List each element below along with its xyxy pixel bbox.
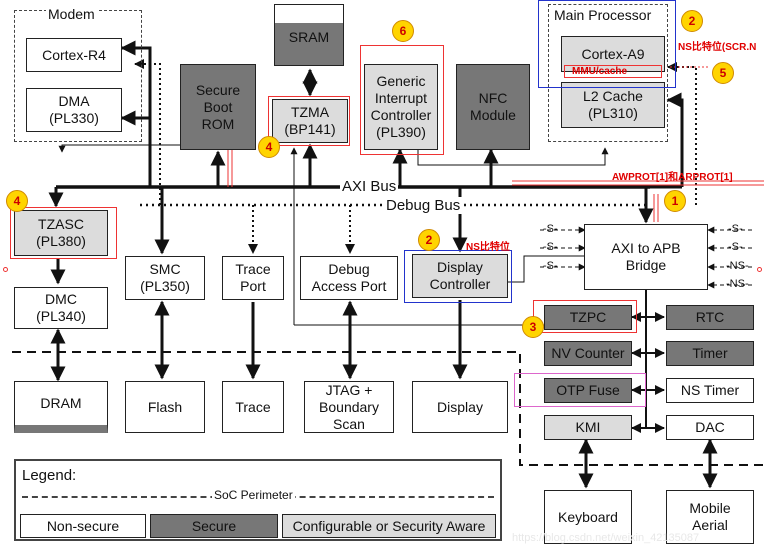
axi-bus-label: AXI Bus [340, 178, 399, 195]
dmc-block: DMC (PL340) [14, 287, 108, 329]
annotation-ns-bit-scr: NS比特位(SCR.N [678, 42, 757, 53]
highlight-otp-fuse [514, 373, 646, 407]
keyboard-block: Keyboard [544, 490, 632, 544]
highlight-tzasc [10, 207, 117, 259]
highlight-main-processor [538, 0, 676, 88]
cortex-a9-block: Cortex-A9 [561, 36, 665, 72]
badge-4-tzma: 4 [258, 136, 280, 158]
highlight-gic [360, 45, 444, 155]
annotation-awprot-arprot: AWPROT[1]和ARPROT[1] [612, 172, 733, 183]
signal-left-2: -S- [543, 241, 558, 253]
debug-bus-label: Debug Bus [384, 197, 463, 214]
kmi-block: KMI [544, 415, 632, 440]
badge-2-display-controller: 2 [418, 229, 440, 251]
nv-counter-block: NV Counter [544, 341, 632, 366]
debug-access-port-block: Debug Access Port [300, 256, 398, 300]
legend-configurable: Configurable or Security Aware [282, 514, 496, 538]
main-processor-group [548, 4, 668, 142]
legend-secure: Secure [150, 514, 278, 538]
main-processor-label: Main Processor [554, 7, 652, 23]
legend-title: Legend: [22, 467, 77, 484]
signal-left-1: -S- [543, 223, 558, 235]
highlight-display-controller [404, 250, 512, 303]
modem-label: Modem [46, 6, 97, 22]
highlight-mmu-cache [564, 65, 662, 78]
nfc-module-block: NFC Module [456, 64, 530, 150]
tzma-block: TZMA (BP141) [272, 99, 348, 143]
rtc-block: RTC [666, 305, 754, 330]
signal-right-4: -NS- [726, 278, 749, 290]
display-block: Display [412, 381, 508, 433]
legend: Legend: SoC Perimeter Non-secure Secure … [14, 459, 502, 541]
gic-block: Generic Interrupt Controller (PL390) [364, 64, 438, 150]
trace-port-block: Trace Port [222, 256, 284, 300]
badge-5: 5 [712, 62, 734, 84]
sram-label: SRAM [288, 28, 330, 45]
signal-right-3: -NS- [726, 260, 749, 272]
marker-dot-right [757, 267, 762, 272]
legend-non-secure: Non-secure [20, 514, 146, 538]
badge-3: 3 [522, 316, 544, 338]
tzasc-block: TZASC (PL380) [14, 210, 108, 256]
dac-block: DAC [666, 415, 754, 440]
display-controller-block: Display Controller [412, 254, 508, 298]
highlight-tzpc [533, 300, 637, 333]
highlight-tzma [268, 96, 350, 146]
secure-boot-rom-block: Secure Boot ROM [180, 64, 256, 150]
tzpc-block: TZPC [544, 305, 632, 330]
legend-soc-perimeter: SoC Perimeter [212, 488, 295, 502]
jtag-block: JTAG + Boundary Scan [304, 381, 394, 433]
dma-block: DMA (PL330) [26, 88, 122, 132]
badge-6: 6 [392, 20, 414, 42]
annotation-mmu-cache: MMU/cache [572, 66, 628, 77]
cortex-r4-block: Cortex-R4 [26, 38, 122, 72]
otp-fuse-block: OTP Fuse [544, 378, 632, 403]
l2-cache-block: L2 Cache (PL310) [561, 82, 665, 128]
watermark: https://blog.csdn.net/weixin_42135087 [512, 532, 700, 544]
badge-1: 1 [664, 190, 686, 212]
signal-left-3: -S- [543, 260, 558, 272]
annotation-ns-bit: NS比特位 [466, 242, 510, 253]
timer-block: Timer [666, 341, 754, 366]
badge-4-tzasc: 4 [6, 190, 28, 212]
marker-dot-left [3, 267, 8, 272]
mobile-aerial-block: Mobile Aerial [666, 490, 754, 544]
flash-block: Flash [125, 381, 205, 433]
signal-right-1: -S- [728, 223, 743, 235]
smc-block: SMC (PL350) [125, 256, 205, 300]
axi-to-apb-bridge-block: AXI to APB Bridge [584, 224, 708, 290]
badge-2-main-processor: 2 [681, 10, 703, 32]
ns-timer-block: NS Timer [666, 378, 754, 403]
signal-right-2: -S- [728, 241, 743, 253]
dram-block: DRAM [14, 381, 108, 433]
sram-block: SRAM [274, 4, 344, 66]
trace-block: Trace [222, 381, 284, 433]
